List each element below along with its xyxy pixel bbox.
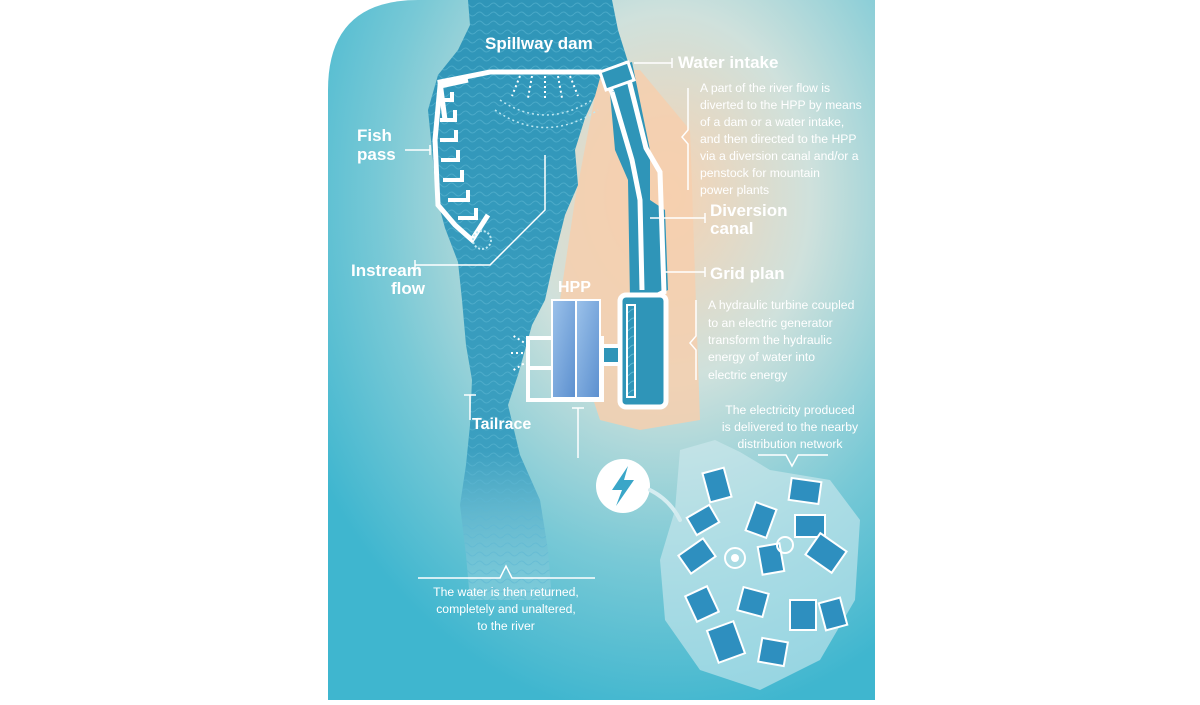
leader-lines (405, 58, 706, 458)
lightning-bolt-icon (596, 459, 650, 513)
svg-text:energy of water into: energy of water into (708, 350, 815, 364)
label-instream-flow-line1: Instream (351, 261, 422, 280)
turbine-unit-left (551, 299, 577, 399)
turbine-unit-right (575, 299, 601, 399)
svg-text:diverted to the HPP by means: diverted to the HPP by means (700, 98, 862, 112)
svg-text:of a dam or a water intake,: of a dam or a water intake, (700, 115, 844, 129)
label-fish-pass-line2: pass (357, 145, 396, 164)
intake-grate (598, 60, 636, 92)
canal-outline-inner (609, 91, 645, 291)
brace-turbine (689, 300, 697, 380)
svg-text:electric energy: electric energy (708, 368, 788, 382)
desc-return: The water is then returned, completely a… (433, 585, 579, 633)
svg-text:The electricity produced: The electricity produced (725, 403, 854, 417)
svg-text:to the river: to the river (477, 619, 535, 633)
svg-text:The water is then returned,: The water is then returned, (433, 585, 579, 599)
desc-water-intake: A part of the river flow is diverted to … (700, 81, 862, 197)
label-tailrace: Tailrace (472, 416, 531, 433)
label-grid-plan: Grid plan (710, 264, 785, 283)
svg-text:A part of the river flow is: A part of the river flow is (700, 81, 830, 95)
spillway-ripples (494, 99, 599, 129)
river-texture (428, 0, 628, 600)
outflow-jets (510, 334, 529, 372)
label-diversion-canal-line1: Diversion (710, 201, 787, 220)
svg-text:and then directed to the HPP: and then directed to the HPP (700, 132, 857, 146)
distribution-network (660, 440, 860, 690)
spillway-jets (511, 75, 579, 100)
svg-text:distribution network: distribution network (738, 437, 844, 451)
svg-text:completely and unaltered,: completely and unaltered, (436, 602, 576, 616)
svg-text:to an electric generator: to an electric generator (708, 316, 833, 330)
fish-pass-steps (440, 92, 478, 220)
label-instream-flow-line2: flow (391, 279, 426, 298)
desc-electricity: The electricity produced is delivered to… (722, 403, 859, 451)
label-water-intake: Water intake (678, 53, 778, 72)
label-diversion-canal-line2: canal (710, 219, 753, 238)
penstock (626, 304, 636, 398)
label-hpp: HPP (558, 279, 591, 296)
desc-turbine: A hydraulic turbine coupled to an electr… (708, 298, 854, 382)
fish-pass-outlet (472, 230, 492, 250)
svg-text:transform the hydraulic: transform the hydraulic (708, 333, 832, 347)
svg-text:is delivered to the nearby: is delivered to the nearby (722, 420, 859, 434)
svg-text:A hydraulic turbine coupled: A hydraulic turbine coupled (708, 298, 854, 312)
svg-text:penstock for mountain: penstock for mountain (700, 166, 820, 180)
svg-text:via a diversion canal and/or a: via a diversion canal and/or a (700, 149, 859, 163)
hpp-penstock-link (600, 344, 622, 366)
brace-electricity (758, 454, 828, 468)
label-spillway-dam: Spillway dam (485, 34, 593, 53)
label-fish-pass-line1: Fish (357, 126, 392, 145)
brace-water-intake (681, 88, 689, 190)
svg-text:power plants: power plants (700, 183, 769, 197)
brace-return (418, 564, 595, 579)
